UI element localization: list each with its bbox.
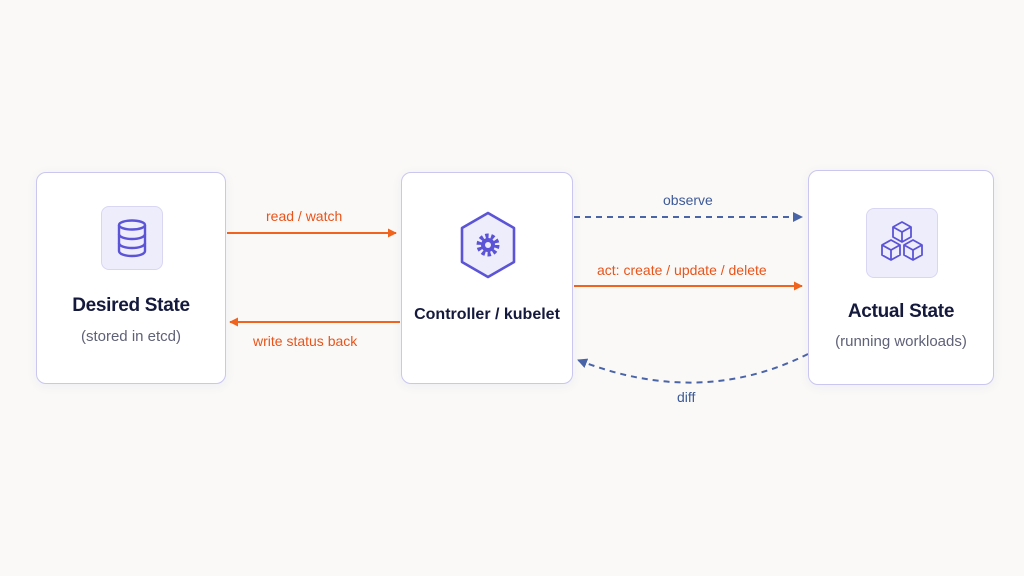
act-label: act: create / update / delete — [597, 262, 767, 278]
observe-label: observe — [663, 192, 713, 208]
gear-hexagon-icon — [460, 211, 516, 279]
cubes-icon — [866, 208, 938, 278]
actual-state-node: Actual State (running workloads) — [808, 170, 994, 385]
actual-state-title: Actual State — [847, 301, 955, 322]
diff-arrow — [577, 353, 809, 384]
desired-state-subtitle: (stored in etcd) — [80, 328, 182, 345]
desired-state-node: Desired State (stored in etcd) — [36, 172, 226, 384]
controller-title: Controller / kubelet — [414, 306, 560, 323]
read-watch-label: read / watch — [266, 208, 343, 224]
actual-state-subtitle: (running workloads) — [835, 333, 967, 350]
write-status-label: write status back — [253, 333, 358, 349]
controller-node: Controller / kubelet — [401, 172, 573, 384]
database-icon — [101, 206, 163, 270]
diff-label: diff — [677, 389, 696, 405]
desired-state-title: Desired State — [72, 295, 190, 316]
